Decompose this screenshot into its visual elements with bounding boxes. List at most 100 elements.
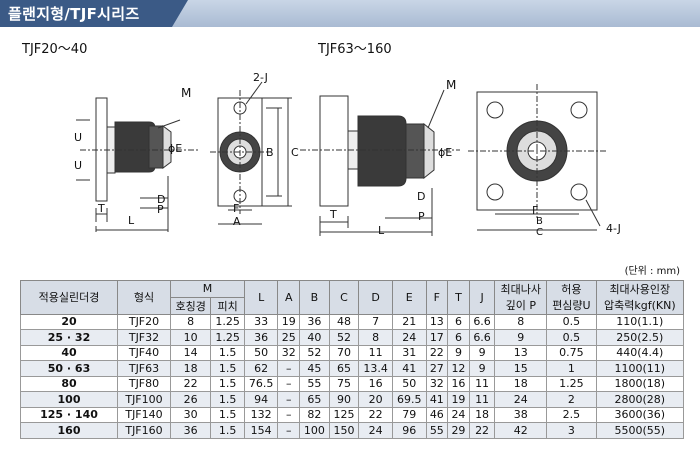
cell-pitch: 1.25	[210, 329, 245, 346]
page-title: 플랜지형/TJF시리즈	[8, 5, 140, 23]
cell-cyl: 25 · 32	[20, 329, 118, 346]
right-label-d: D	[417, 190, 426, 203]
cell-force: 1800(18)	[595, 375, 685, 392]
cell-p: 8	[494, 313, 548, 330]
cell-e: 79	[391, 406, 427, 423]
cell-u: 1.25	[546, 375, 597, 392]
technical-drawings	[76, 81, 606, 236]
cell-t: 16	[447, 375, 470, 392]
cell-c: 65	[328, 360, 360, 377]
cell-j: 9	[468, 360, 496, 377]
header-c: C	[328, 280, 360, 315]
cell-l: 132	[243, 406, 279, 423]
cell-pitch: 1.5	[210, 422, 245, 439]
cell-u: 2	[546, 391, 597, 408]
cell-pitch: 1.5	[210, 406, 245, 423]
header-m-pitch: 피치	[210, 296, 245, 315]
left-side-view	[76, 97, 200, 232]
cell-type: TJF20	[117, 313, 171, 330]
cell-pitch: 1.5	[210, 391, 245, 408]
cell-p: 42	[494, 422, 548, 439]
right-label-m: M	[446, 78, 457, 92]
cell-p: 13	[494, 344, 548, 361]
cell-u: 1	[546, 360, 597, 377]
left-label-d: D	[157, 193, 166, 206]
right-label-l: L	[378, 224, 385, 237]
cell-c: 48	[328, 313, 360, 330]
cell-c: 90	[328, 391, 360, 408]
header-p-line2: 깊이 P	[494, 297, 548, 315]
cell-force: 2800(28)	[595, 391, 685, 408]
header-p-line1: 최대나사	[494, 280, 548, 297]
cell-l: 36	[243, 329, 279, 346]
header-f: F	[425, 280, 449, 315]
cell-m: 8	[169, 313, 212, 330]
cell-d: 13.4	[358, 360, 393, 377]
cell-cyl: 160	[20, 422, 118, 439]
cell-t: 19	[447, 391, 470, 408]
left-label-e: ϕE	[168, 142, 183, 155]
cell-u: 3	[546, 422, 597, 439]
cell-cyl: 125 · 140	[20, 406, 118, 423]
cell-p: 9	[494, 329, 548, 346]
cell-force: 110(1.1)	[595, 313, 685, 330]
cell-f: 41	[425, 391, 449, 408]
cell-type: TJF32	[117, 329, 171, 346]
cell-c: 75	[328, 375, 360, 392]
cell-l: 33	[243, 313, 279, 330]
cell-t: 6	[447, 329, 470, 346]
right-label-c: C	[536, 227, 543, 238]
header-force-line2: 압축력kgf(KN)	[595, 297, 685, 315]
cell-b: 55	[299, 375, 330, 392]
cell-a: –	[277, 360, 301, 377]
cell-f: 27	[425, 360, 449, 377]
cell-a: –	[277, 422, 301, 439]
cell-pitch: 1.25	[210, 313, 245, 330]
left-label-f: F	[233, 202, 240, 215]
header-b: B	[299, 280, 330, 315]
cell-b: 40	[299, 329, 330, 346]
cell-j: 18	[468, 406, 496, 423]
cell-a: 25	[277, 329, 301, 346]
cell-c: 150	[328, 422, 360, 439]
cell-pitch: 1.5	[210, 344, 245, 361]
cell-type: TJF80	[117, 375, 171, 392]
cell-l: 62	[243, 360, 279, 377]
cell-d: 16	[358, 375, 393, 392]
cell-a: –	[277, 391, 301, 408]
cell-d: 8	[358, 329, 393, 346]
cell-c: 52	[328, 329, 360, 346]
left-front-view	[210, 81, 292, 225]
header-l: L	[243, 280, 279, 315]
cell-a: –	[277, 406, 301, 423]
cell-d: 22	[358, 406, 393, 423]
cell-m: 30	[169, 406, 212, 423]
right-label-j: 4-J	[606, 222, 621, 235]
cell-b: 52	[299, 344, 330, 361]
unit-note: (단위 : mm)	[624, 266, 680, 277]
right-label-e: ϕE	[438, 146, 453, 159]
cell-e: 21	[391, 313, 427, 330]
cell-force: 3600(36)	[595, 406, 685, 423]
cell-m: 22	[169, 375, 212, 392]
cell-p: 15	[494, 360, 548, 377]
header-d: D	[358, 280, 393, 315]
cell-type: TJF40	[117, 344, 171, 361]
header-m-size: 호칭경	[169, 296, 212, 315]
left-label-u2: U	[74, 159, 83, 172]
right-label-t: T	[330, 208, 337, 221]
cell-e: 24	[391, 329, 427, 346]
cell-l: 50	[243, 344, 279, 361]
cell-m: 36	[169, 422, 212, 439]
cell-cyl: 40	[20, 344, 118, 361]
left-label-c: C	[291, 146, 299, 159]
header-a: A	[277, 280, 301, 315]
cell-d: 11	[358, 344, 393, 361]
cell-e: 50	[391, 375, 427, 392]
cell-f: 32	[425, 375, 449, 392]
